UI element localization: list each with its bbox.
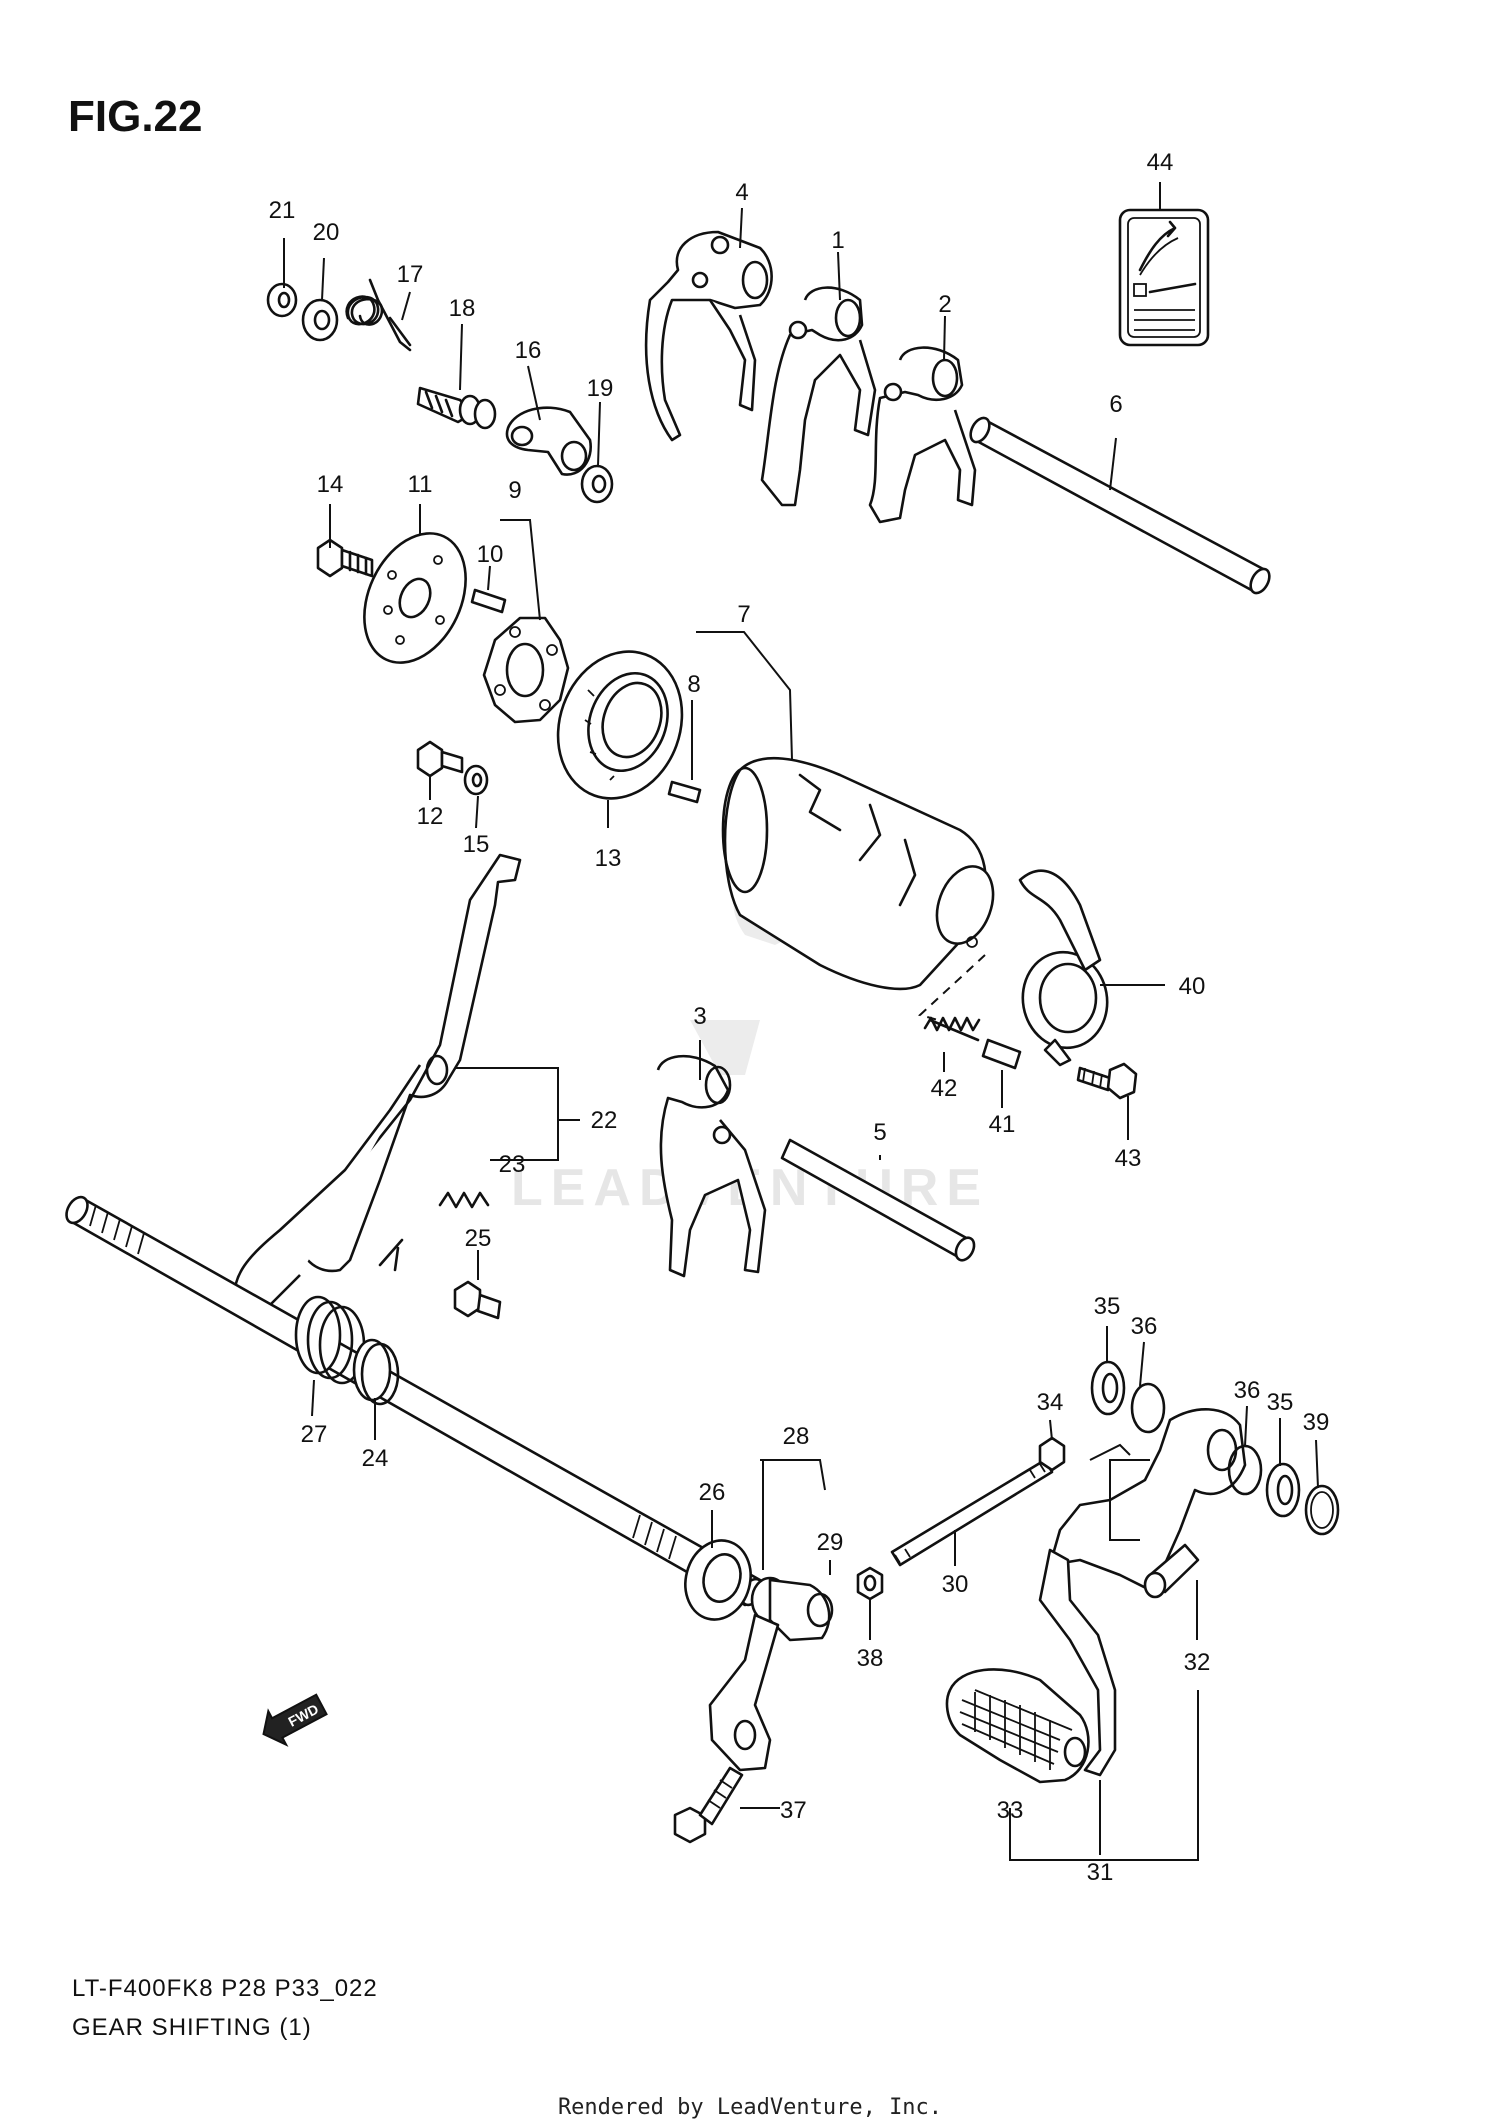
part-19-washer (580, 464, 614, 504)
callout-24: 24 (362, 1445, 389, 1472)
callout-17: 17 (397, 261, 424, 288)
part-3-shift-fork (656, 1054, 767, 1278)
callout-7: 7 (737, 601, 750, 628)
part-32-pivot-bolt (1143, 1543, 1200, 1599)
callout-44: 44 (1147, 149, 1174, 176)
section-title: GEAR SHIFTING (1) (72, 2014, 312, 2041)
part-2-shift-fork (868, 346, 977, 524)
part-37-bolt (673, 1766, 744, 1844)
part-42-spring (923, 1016, 981, 1042)
part-21-nut (266, 282, 298, 318)
part-15-washer (463, 764, 489, 796)
part-14-bolt (316, 538, 374, 578)
callout-39: 39 (1303, 1409, 1330, 1436)
part-39-circlip (1304, 1484, 1340, 1536)
part-12-bolt (416, 740, 464, 778)
part-6-fork-shaft (969, 416, 1271, 595)
callout-29: 29 (817, 1529, 844, 1556)
callout-14: 14 (317, 471, 344, 498)
callout-26: 26 (699, 1479, 726, 1506)
part-1-shift-fork (760, 286, 877, 507)
callout-35-upper: 35 (1094, 1293, 1121, 1320)
part-35-washer-lower (1265, 1462, 1301, 1518)
leader-lines (283, 182, 1319, 1861)
part-28-gearshift-arm (708, 1576, 834, 1772)
callout-35-lower: 35 (1267, 1389, 1294, 1416)
part-35-washer-upper (1090, 1360, 1126, 1416)
callout-6: 6 (1109, 391, 1122, 418)
render-credit: Rendered by LeadVenture, Inc. (557, 2095, 943, 2120)
part-24-washer (352, 1338, 400, 1406)
part-16-stopper-arm (505, 406, 592, 476)
part-40-cam-stopper (1018, 869, 1109, 1067)
callout-12: 12 (417, 803, 444, 830)
part-13-bearing (556, 650, 684, 800)
part-11-cam-plate (363, 532, 467, 664)
part-5-fork-shaft (780, 1138, 976, 1262)
callout-34: 34 (1037, 1389, 1064, 1416)
callout-1: 1 (831, 227, 844, 254)
callout-18: 18 (449, 295, 476, 322)
callout-23: 23 (499, 1151, 526, 1178)
part-7-shift-drum (721, 756, 995, 991)
part-26-oil-seal (684, 1539, 752, 1621)
callout-25: 25 (465, 1225, 492, 1252)
part-25-bolt (453, 1280, 502, 1320)
part-20-washer (301, 298, 339, 342)
callout-33: 33 (997, 1797, 1024, 1824)
callout-36-lower: 36 (1234, 1377, 1261, 1404)
callout-41: 41 (989, 1111, 1016, 1138)
figure-title: FIG.22 (68, 92, 203, 141)
callout-27: 27 (301, 1421, 328, 1448)
callout-19: 19 (587, 375, 614, 402)
fwd-arrow-icon: FWD (262, 1693, 328, 1747)
callout-20: 20 (313, 219, 340, 246)
part-41-pin (981, 1038, 1022, 1070)
callout-13: 13 (595, 845, 622, 872)
callout-22: 22 (591, 1107, 618, 1134)
callout-5: 5 (873, 1119, 886, 1146)
callout-9: 9 (508, 477, 521, 504)
part-8-pin (667, 780, 702, 804)
callout-11: 11 (408, 471, 433, 498)
callout-36-upper: 36 (1131, 1313, 1158, 1340)
part-27-spring (294, 1295, 366, 1385)
callout-32: 32 (1184, 1649, 1211, 1676)
callout-8: 8 (687, 671, 700, 698)
callout-4: 4 (735, 179, 748, 206)
model-code: LT-F400FK8 P28 P33_022 (72, 1975, 378, 2002)
part-30-rod (890, 1458, 1054, 1567)
part-38-nut (856, 1566, 884, 1601)
callout-38: 38 (857, 1645, 884, 1672)
callout-31: 31 (1087, 1859, 1114, 1886)
part-9-shift-cam (482, 616, 570, 724)
part-31-gearshift-lever (1038, 1408, 1247, 1777)
callout-37: 37 (780, 1797, 807, 1824)
callout-28: 28 (783, 1423, 810, 1450)
part-34-nut (1038, 1436, 1066, 1472)
part-43-bolt (1076, 1062, 1138, 1100)
callout-3: 3 (693, 1003, 706, 1030)
callout-16: 16 (515, 337, 542, 364)
callout-21: 21 (269, 197, 296, 224)
callout-43: 43 (1115, 1145, 1142, 1172)
part-36-oring-upper (1130, 1382, 1166, 1434)
part-44-label (1118, 208, 1210, 347)
part-4-shift-fork (644, 230, 773, 442)
callout-10: 10 (477, 541, 504, 568)
callout-42: 42 (931, 1075, 958, 1102)
part-23-spring (438, 1191, 490, 1209)
callout-15: 15 (463, 831, 490, 858)
callout-2: 2 (938, 291, 951, 318)
part-17-spring (345, 278, 412, 352)
part-10-pin (470, 588, 507, 614)
callout-numbers: 21 20 17 18 16 19 4 1 2 44 6 14 11 9 10 … (269, 149, 1330, 1886)
part-18-stud-bolt (416, 386, 497, 430)
part-33-pedal-rubber (945, 1668, 1090, 1784)
callout-40: 40 (1179, 973, 1206, 1000)
part-gearshift-shaft-main (65, 1195, 764, 1607)
callout-30: 30 (942, 1571, 969, 1598)
